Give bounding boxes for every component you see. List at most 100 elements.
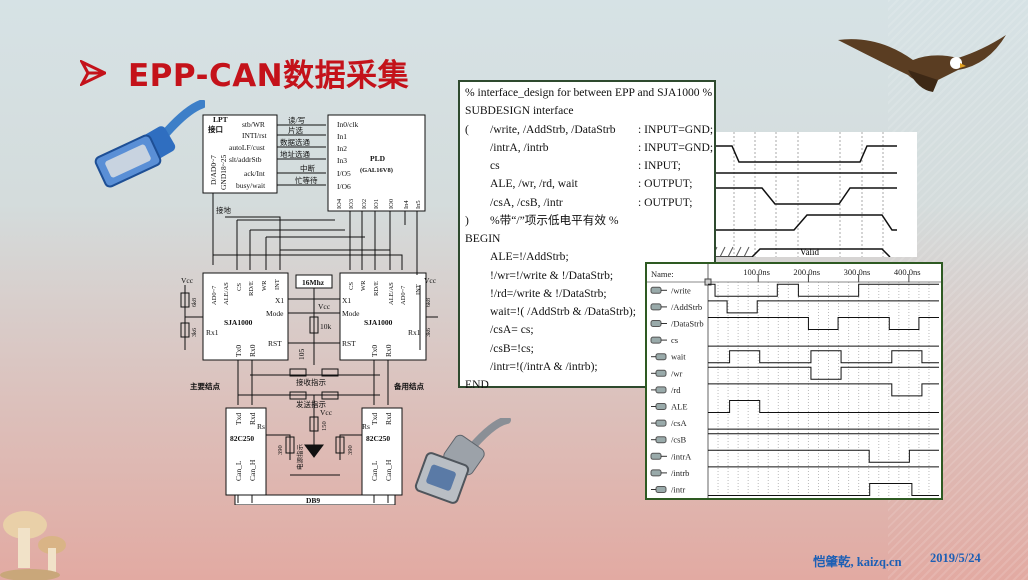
cursor-handle — [704, 278, 712, 286]
label: INT — [415, 284, 422, 295]
label: AD0~7 — [211, 285, 218, 305]
label: ack/Int — [244, 169, 266, 178]
label: 82C250 — [366, 434, 390, 443]
code-line: ALE=!/AddStrb; — [465, 248, 714, 266]
label: 片选 — [288, 125, 303, 135]
label: 82C250 — [230, 434, 254, 443]
label: 备用结点 — [393, 381, 424, 391]
label: X1 — [342, 296, 351, 305]
label: 电源指示 — [295, 444, 304, 471]
label: Rx0 — [248, 344, 257, 357]
code-text: ALE=!/AddStrb; — [490, 250, 569, 264]
label: Vcc — [181, 276, 194, 285]
output-pin-icon — [655, 403, 667, 410]
code-text: : INPUT=GND; — [638, 122, 714, 136]
label: 接地 — [216, 205, 231, 215]
code-text: %带“/”项示低电平有效 % — [490, 213, 619, 227]
label: Txd — [234, 413, 243, 425]
code-line: cs: INPUT; — [465, 157, 714, 175]
label: 接口 — [208, 124, 223, 134]
signal-name: /AddStrb — [671, 302, 702, 312]
code-line: /csA= cs; — [465, 321, 714, 339]
label: 主要结点 — [190, 381, 220, 391]
code-text: /csA= cs; — [490, 323, 534, 337]
code-text: !/wr=!/write & !/DataStrb; — [490, 268, 614, 282]
label: Mode — [342, 309, 360, 318]
code-text: /intr=!(/intrA & /intrb); — [490, 359, 598, 373]
label: I/O5 — [337, 169, 351, 178]
label: In5 — [415, 200, 422, 209]
waveform-n-intr — [708, 483, 939, 496]
waveform-wait — [708, 350, 939, 364]
code-text: /csA, /csB, /intr — [490, 195, 563, 209]
signal-name: /intrA — [671, 451, 692, 461]
signal-name: /wr — [671, 368, 683, 378]
code-text: !/rd=/write & !/DataStrb; — [490, 286, 607, 300]
label: 3k6 — [426, 328, 432, 337]
label: Rs — [362, 422, 370, 431]
eagle-image — [838, 35, 1006, 92]
label: 6k8 — [192, 298, 198, 307]
label: 读/写 — [288, 115, 305, 125]
label: Rxd — [384, 412, 393, 425]
code-line: /intrA, /intrb: INPUT=GND; — [465, 139, 714, 157]
label: WR — [261, 280, 268, 291]
waveform-n-intra — [708, 449, 939, 463]
code-text: BEGIN — [465, 232, 501, 245]
label: Tx0 — [234, 345, 243, 357]
label: WR — [360, 280, 367, 291]
label: AD0~7 — [400, 285, 407, 305]
label: Txd — [370, 413, 379, 425]
label: busy/wait — [236, 181, 266, 190]
label: Can_L — [370, 460, 379, 481]
can-circuit-schematic: LPT 接口 stb/WR INTI/rst autoLF/cust slt/a… — [180, 114, 438, 505]
parallel-cable-image — [94, 100, 205, 188]
label: Can_H — [384, 459, 393, 481]
label: 中断 — [300, 163, 315, 173]
label: Rx0 — [384, 344, 393, 357]
label: Rxd — [248, 412, 257, 425]
label: 10k — [320, 322, 332, 331]
label: autoLF/cust — [229, 143, 266, 152]
waveform-n-wr — [708, 366, 939, 380]
label: RD/E — [373, 281, 380, 296]
label: ALE/AS — [223, 282, 230, 305]
label: 3k6 — [192, 328, 198, 337]
label: CS — [236, 283, 243, 291]
signal-name: /DataStrb — [671, 319, 704, 329]
label: SJA1000 — [224, 318, 253, 327]
label: In4 — [403, 200, 410, 209]
input-pin-icon — [650, 303, 662, 311]
signal-name: /write — [671, 285, 691, 295]
label: Vcc — [424, 276, 437, 285]
label: Can_H — [248, 459, 257, 481]
title-text: EPP-CAN数据采集 — [128, 58, 410, 94]
code-text: SUBDESIGN interface — [465, 104, 574, 118]
signal-name: cs — [671, 335, 678, 345]
output-pin-icon — [655, 419, 667, 427]
label: Rx1 — [206, 328, 219, 337]
code-line: ALE, /wr, /rd, wait: OUTPUT; — [465, 175, 714, 193]
code-text: : OUTPUT; — [638, 195, 693, 209]
valid-label: Valid — [800, 247, 819, 257]
label: 390 — [277, 445, 284, 455]
code-text: ( — [465, 122, 469, 136]
label: In0/clk — [337, 120, 358, 129]
code-line: (/write, /AddStrb, /DataStrb: INPUT=GND; — [465, 121, 714, 139]
label: (GAL16V8) — [360, 167, 393, 174]
input-pin-icon — [650, 336, 662, 344]
code-text: : INPUT=GND; — [638, 140, 714, 154]
label: 105 — [297, 349, 306, 361]
code-text: END — [465, 378, 489, 391]
label: 16Mhz — [302, 278, 325, 287]
code-line: BEGIN — [465, 230, 714, 248]
code-line: SUBDESIGN interface — [465, 102, 714, 120]
label: Rx1 — [408, 328, 421, 337]
label: SJA1000 — [364, 318, 393, 327]
time-tick-label: 200.0ns — [793, 267, 820, 277]
label: I/O6 — [337, 182, 351, 191]
code-line: ) %带“/”项示低电平有效 % — [465, 212, 714, 230]
signal-name: /rd — [671, 385, 681, 395]
label: 发送指示 — [296, 399, 326, 409]
